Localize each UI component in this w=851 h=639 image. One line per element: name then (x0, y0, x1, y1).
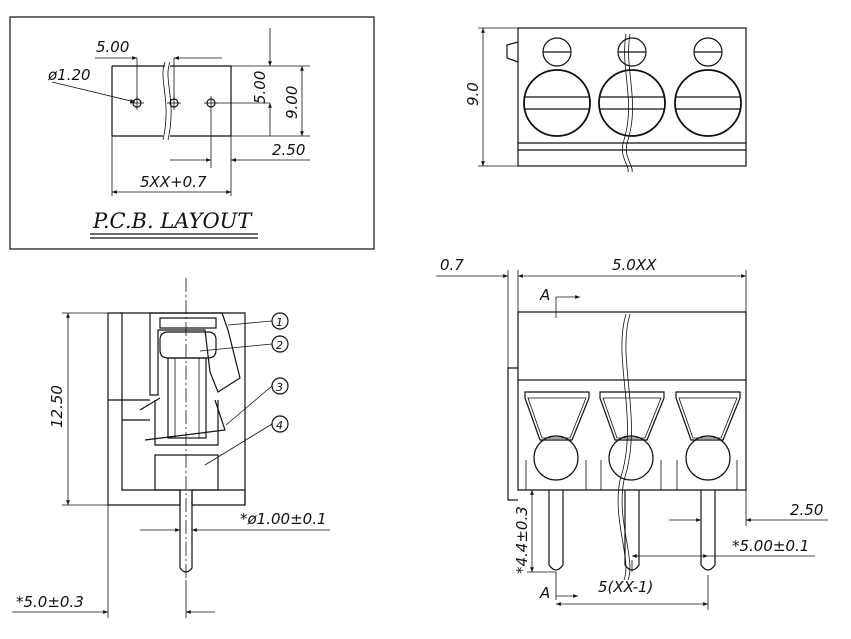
top-view: 9.0 (464, 27, 747, 173)
screw-head-side (159, 331, 217, 359)
pcb-layout-frame (9, 16, 375, 250)
wire-entry (599, 391, 665, 490)
front-view: 0.7 5.0XX A A *4.4±0.3 2.50 *5.00±0.1 5(… (436, 256, 828, 610)
clamp-cage (154, 400, 219, 446)
pcb-height-label: 9.00 (283, 86, 301, 119)
pin (700, 490, 716, 571)
pin (548, 490, 564, 571)
top-view-height-label: 9.0 (464, 82, 482, 106)
callout-3-label: 3 (276, 381, 283, 394)
front-offset-label: 2.50 (790, 501, 823, 519)
callout-1-label: 1 (276, 316, 283, 329)
callout-4 (271, 415, 289, 433)
pcb-layout-view: 5.00 ø1.20 5.00 9.00 2.50 5XX+0.7 P.C.B.… (9, 16, 375, 250)
side-section-view: 1 2 3 4 12.50 *ø1.00±0.1 *5.0±0.3 (12, 278, 330, 618)
front-pitch-label: *5.00±0.1 (732, 537, 809, 555)
wire-entry (524, 391, 590, 490)
screw-head (523, 37, 591, 137)
callout-2 (271, 335, 289, 353)
pin-length-label: *5.0±0.3 (16, 593, 84, 611)
section-a-top-label: A (539, 286, 550, 304)
side-height-label: 12.50 (48, 385, 66, 428)
pin (624, 490, 640, 571)
pcb-width-label: 5XX+0.7 (140, 173, 207, 191)
front-span-label: 5(XX-1) (598, 578, 653, 596)
wire-entry (675, 391, 741, 490)
screw-top (159, 317, 217, 329)
callout-4-label: 4 (276, 419, 283, 432)
front-width-label: 5.0XX (612, 256, 657, 274)
pcb-hole-diameter-label: ø1.20 (47, 66, 91, 84)
pcb-row-pitch-label: 5.00 (251, 71, 269, 104)
callout-1 (271, 312, 289, 330)
pin-diameter-label: *ø1.00±0.1 (240, 510, 327, 528)
housing-section (107, 312, 181, 506)
pcb-pitch-label: 5.00 (96, 38, 129, 56)
callout-3 (271, 377, 289, 395)
pcb-offset-label: 2.50 (272, 141, 305, 159)
screw-shaft (167, 357, 207, 439)
screw-head (674, 37, 742, 137)
callout-2-label: 2 (276, 339, 283, 352)
section-a-bottom-label: A (539, 584, 550, 602)
front-pin-length-label: *4.4±0.3 (513, 506, 531, 574)
front-gap-label: 0.7 (440, 256, 464, 274)
pcb-layout-title: P.C.B. LAYOUT (92, 209, 253, 233)
